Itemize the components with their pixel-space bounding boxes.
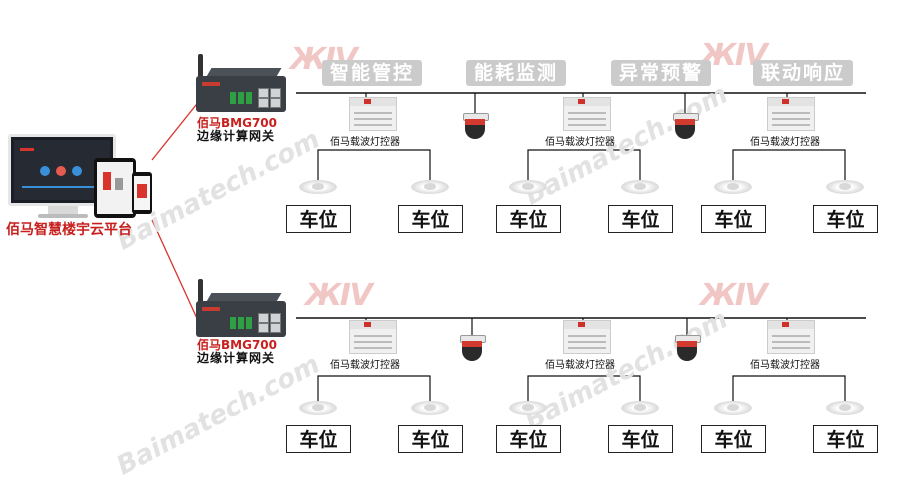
function-tag: 智能管控: [322, 60, 422, 86]
parking-slot: 车位: [701, 425, 766, 453]
parking-slot: 车位: [608, 425, 673, 453]
ceiling-lamp-icon: [621, 397, 659, 417]
gateway-name: 佰马BMG700: [197, 116, 277, 130]
dome-camera-icon: [459, 335, 486, 365]
carrier-light-controller-icon: [349, 320, 397, 354]
function-tag: 能耗监测: [466, 60, 566, 86]
parking-slot: 车位: [398, 425, 463, 453]
ceiling-lamp-icon: [299, 176, 337, 196]
controller-label: 佰马载波灯控器: [545, 137, 615, 148]
controller-label: 佰马载波灯控器: [750, 360, 820, 371]
gateway-subtitle: 边缘计算网关: [197, 351, 276, 365]
gateway-device-icon: [194, 279, 288, 341]
carrier-light-controller-icon: [563, 97, 611, 131]
dome-camera-icon: [674, 335, 701, 365]
carrier-light-controller-icon: [767, 320, 815, 354]
gateway-device-icon: [194, 54, 288, 116]
ceiling-lamp-icon: [509, 397, 547, 417]
parking-slot: 车位: [398, 205, 463, 233]
dome-camera-icon: [672, 113, 699, 143]
ceiling-lamp-icon: [714, 397, 752, 417]
controller-label: 佰马载波灯控器: [750, 137, 820, 148]
ceiling-lamp-icon: [621, 176, 659, 196]
controller-label: 佰马载波灯控器: [545, 360, 615, 371]
brand-logo-watermark: ЖⅣ: [700, 278, 768, 313]
ceiling-lamp-icon: [411, 397, 449, 417]
tablet-device: [94, 158, 136, 218]
gateway-subtitle: 边缘计算网关: [197, 129, 276, 143]
parking-slot: 车位: [608, 205, 673, 233]
brand-logo-watermark: ЖⅣ: [305, 278, 373, 313]
function-tag: 联动响应: [753, 60, 853, 86]
parking-slot: 车位: [286, 425, 351, 453]
ceiling-lamp-icon: [299, 397, 337, 417]
parking-slot: 车位: [286, 205, 351, 233]
ceiling-lamp-icon: [826, 397, 864, 417]
carrier-light-controller-icon: [563, 320, 611, 354]
phone-device: [132, 172, 152, 214]
parking-slot: 车位: [813, 205, 878, 233]
gateway-name: 佰马BMG700: [197, 338, 277, 352]
parking-slot: 车位: [701, 205, 766, 233]
dome-camera-icon: [462, 113, 489, 143]
controller-label: 佰马载波灯控器: [330, 360, 400, 371]
parking-slot: 车位: [496, 425, 561, 453]
ceiling-lamp-icon: [826, 176, 864, 196]
platform-name: 佰马智慧楼宇云平台: [6, 222, 132, 238]
controller-label: 佰马载波灯控器: [330, 137, 400, 148]
ceiling-lamp-icon: [411, 176, 449, 196]
carrier-light-controller-icon: [767, 97, 815, 131]
carrier-light-controller-icon: [349, 97, 397, 131]
parking-slot: 车位: [496, 205, 561, 233]
parking-slot: 车位: [813, 425, 878, 453]
function-tag: 异常预警: [611, 60, 711, 86]
ceiling-lamp-icon: [509, 176, 547, 196]
ceiling-lamp-icon: [714, 176, 752, 196]
